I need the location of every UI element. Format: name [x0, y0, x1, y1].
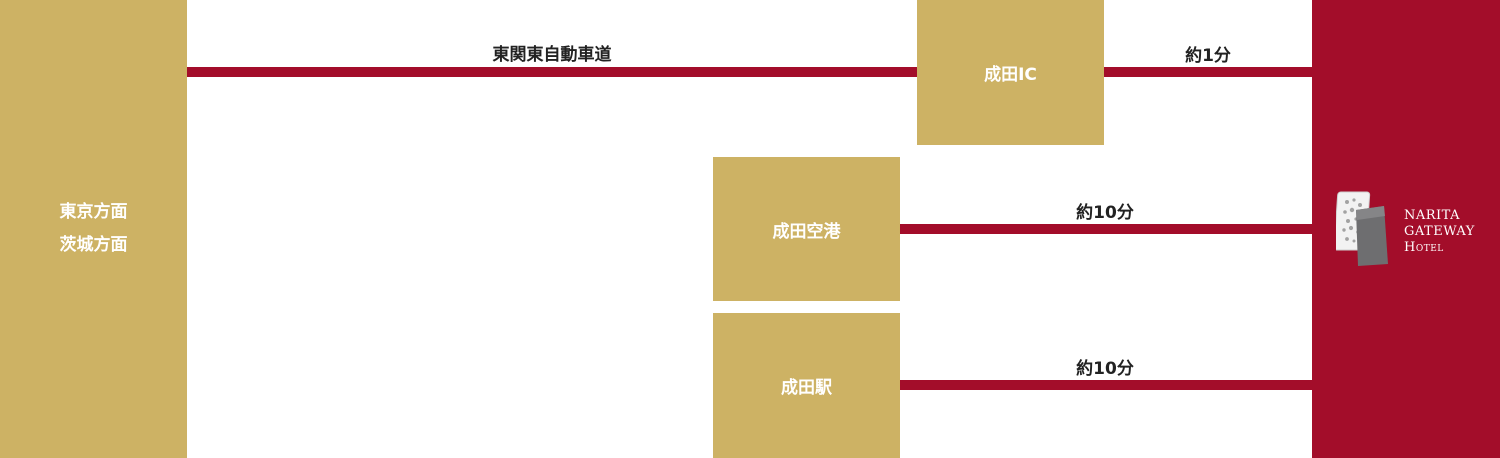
expressway-label: 東関東自動車道 — [492, 45, 612, 65]
narita-ic-box: 成田IC — [917, 0, 1104, 145]
airport-time-label: 約10分 — [1076, 203, 1134, 223]
hotel-name-line-2: Gateway — [1404, 224, 1475, 239]
hotel-name-line-1: Narita — [1404, 208, 1461, 223]
narita-station-box: 成田駅 — [713, 313, 900, 458]
station-time-label: 約10分 — [1076, 359, 1134, 379]
narita-station-label: 成田駅 — [781, 378, 832, 398]
narita-airport-box: 成田空港 — [713, 157, 900, 301]
hotel-logo-text: Narita Gateway Hotel — [1404, 208, 1475, 256]
hotel-name-line-3: Hotel — [1404, 240, 1444, 255]
narita-airport-label: 成田空港 — [772, 221, 841, 242]
narita-ic-label: 成田IC — [984, 65, 1037, 85]
origin-line-1: 東京方面 — [59, 202, 128, 222]
airport-to-hotel-line — [900, 224, 1312, 234]
station-to-hotel-line — [900, 380, 1312, 390]
expressway-line — [187, 67, 917, 77]
origin-line-2: 茨城方面 — [59, 235, 128, 255]
ic-to-hotel-line — [1104, 67, 1312, 77]
hotel-logo-mark-icon — [1336, 191, 1388, 266]
hotel-destination-panel: Narita Gateway Hotel — [1312, 0, 1500, 458]
origin-box: 東京方面 茨城方面 — [0, 0, 187, 458]
ic-time-label: 約1分 — [1185, 46, 1231, 66]
